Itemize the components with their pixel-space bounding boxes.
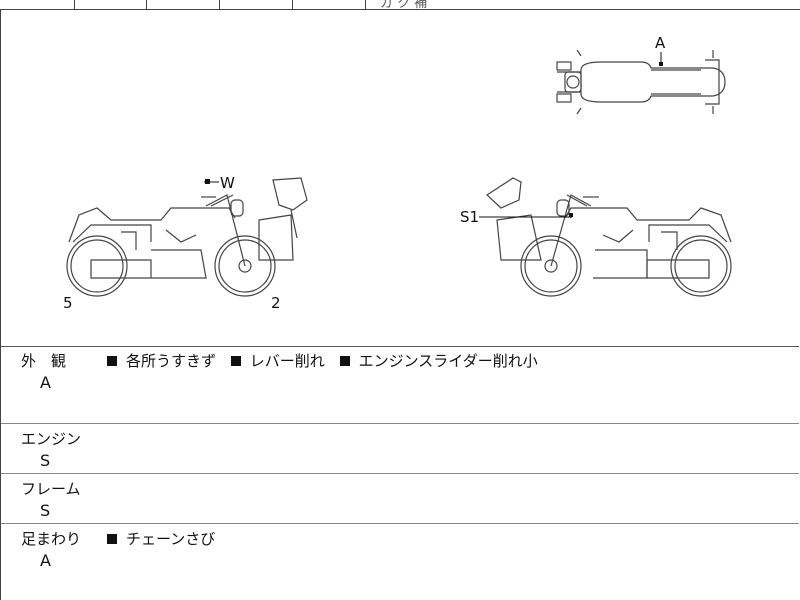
section-title: エンジン [21,430,82,448]
section-frame: フレーム S [1,474,799,524]
mark-2-label: 2 [271,294,281,312]
section-appearance: 外 観 A 各所うすきず レバー削れ エンジンスライダー削れ小 [1,346,799,424]
header-divider [74,0,75,9]
w-marker [205,179,210,184]
section-title: 足まわり [21,530,82,548]
section-grade: S [40,451,51,470]
bullet-square-icon [107,356,117,366]
section-grade: A [40,373,51,392]
mark-s1-label: S1 [460,208,480,226]
mark-a-label: A [655,34,666,52]
s1-marker [569,213,573,217]
motorcycle-diagram-area: A W S1 5 2 [1,10,799,347]
section-suspension: 足まわり A チェーンさび [1,524,799,600]
top-header-strip: ガ ク 補 [0,0,800,11]
section-title: フレーム [21,480,81,498]
section-notes: チェーンさび [107,528,225,549]
bullet-square-icon [339,356,350,366]
section-grade: A [40,551,51,570]
section-title: 外 観 [21,352,67,370]
top-view-bike [556,49,726,115]
a-marker [659,62,663,66]
section-notes: 各所うすきず レバー削れ エンジンスライダー削れ小 [107,350,548,371]
right-side-bike [486,177,732,297]
mark-5-label: 5 [63,294,73,312]
note-text: エンジンスライダー削れ小 [358,352,538,370]
motorcycle-diagrams [66,49,732,297]
header-divider [219,0,220,9]
mark-w-label: W [220,174,235,192]
left-side-bike [66,177,308,297]
bullet-square-icon [107,534,117,544]
note-text: レバー削れ [249,352,325,370]
header-divider [146,0,147,9]
header-divider [292,0,293,9]
header-cut-text: ガ ク 補 [380,0,428,11]
section-grade: S [40,501,51,520]
note-text: チェーンさび [126,530,216,548]
header-divider [365,0,366,9]
sheet-frame [0,9,800,600]
bullet-square-icon [230,356,241,366]
section-engine: エンジン S [1,424,799,474]
note-text: 各所うすきず [126,352,217,370]
